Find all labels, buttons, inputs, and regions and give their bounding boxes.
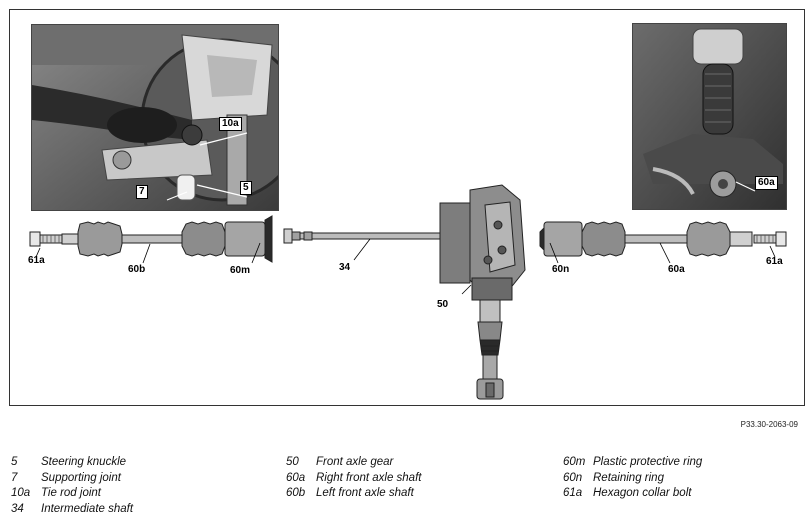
illustration-frame: 10a 7 5 60a	[9, 9, 805, 406]
callout-50: 50	[437, 299, 449, 310]
right-axle-shaft	[539, 221, 753, 257]
callout-60a: 60a	[668, 264, 685, 275]
callout-10a: 10a	[219, 117, 242, 131]
drivetrain-exploded-view	[29, 184, 787, 400]
front-axle-gear	[439, 184, 526, 400]
callout-60a-photo: 60a	[755, 176, 778, 190]
photo-steering-knuckle	[31, 24, 279, 211]
callout-60m: 60m	[230, 265, 251, 276]
callout-60n: 60n	[552, 264, 570, 275]
collar-bolt-left	[29, 231, 63, 247]
callout-60b: 60b	[128, 264, 146, 275]
callout-34: 34	[339, 262, 351, 273]
callout-61a-left: 61a	[28, 255, 45, 266]
intermediate-shaft	[283, 228, 443, 244]
left-axle-shaft	[61, 215, 273, 263]
document-reference: P33.30-2063-09	[740, 420, 798, 429]
callout-61a-right: 61a	[766, 256, 783, 267]
callout-7: 7	[136, 185, 148, 199]
collar-bolt-right	[753, 231, 787, 247]
callout-5: 5	[240, 181, 252, 195]
photo-axle-shaft-installed	[632, 23, 787, 210]
